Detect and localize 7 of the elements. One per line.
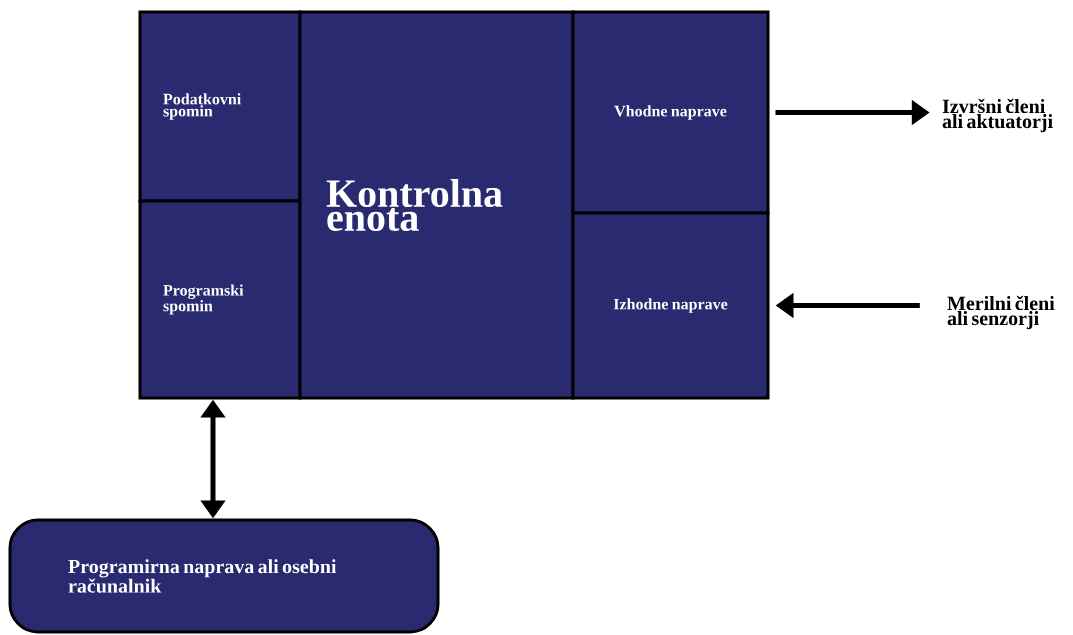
label-text: Izvršni členi ali aktuatorji xyxy=(942,98,1053,133)
memory-box: Podatkovni spomin xyxy=(138,10,302,203)
computer-box: Programirna naprava ali osebni računalnik xyxy=(8,518,440,634)
device-box: Izhodne naprave xyxy=(571,211,770,400)
label-text: Merilni členi ali senzorji xyxy=(947,295,1055,330)
memory-box: Programski spomin xyxy=(138,199,302,400)
device-box: Vhodne naprave xyxy=(571,10,770,215)
